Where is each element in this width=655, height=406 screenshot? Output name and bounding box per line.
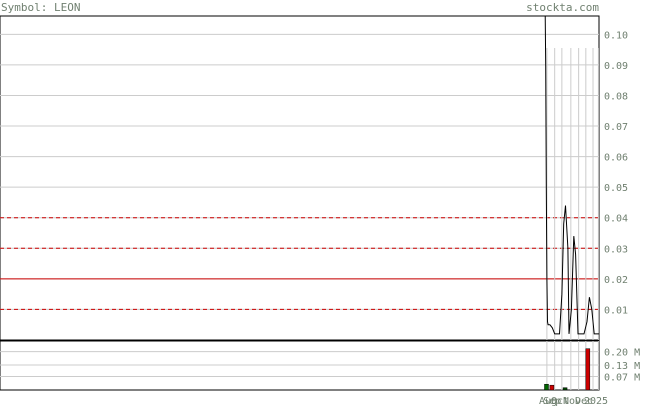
x-axis-label: Oct (551, 396, 569, 406)
volume-panel: 0.20 M 0.13 M0.07 M (0, 340, 640, 391)
price-line (544, 16, 599, 335)
volume-bar (544, 383, 549, 391)
volume-bar (585, 348, 591, 391)
price-y-tick-label: 0.10 (604, 30, 628, 41)
volume-y-tick-label: 0.07 M (604, 373, 640, 384)
volume-y-tick-label: 0.20 M (604, 348, 640, 359)
price-y-tick-label: 0.06 (604, 153, 628, 164)
price-y-tick-label: 0.09 (604, 61, 628, 72)
price-y-tick-label: 0.07 (604, 122, 628, 133)
price-panel: 0.10 0.09 0.08 0.07 0.06 0.05 0.04 0.03 0.02 0.01 (0, 15, 628, 341)
x-axis-label: Sep (543, 396, 561, 406)
watermark: stockta.com (526, 1, 599, 14)
x-axis-label: 2025 (584, 396, 608, 406)
price-y-tick-label: 0.08 (604, 91, 628, 102)
volume-y-tick-label: 0.13 M (604, 361, 640, 372)
x-axis-label: Aug (539, 396, 557, 406)
volume-bar (549, 384, 555, 391)
symbol-label: Symbol: LEON (1, 1, 80, 14)
x-axis-label: Dec (575, 396, 593, 406)
price-y-tick-label: 0.01 (604, 305, 628, 316)
volume-bar (562, 387, 568, 391)
price-y-tick-label: 0.03 (604, 244, 628, 255)
price-y-tick-label: 0.02 (604, 275, 628, 286)
x-axis-label: Nov (563, 396, 581, 406)
price-y-tick-label: 0.05 (604, 183, 628, 194)
price-plot-frame (0, 15, 600, 341)
price-y-tick-label: 0.04 (604, 214, 628, 225)
